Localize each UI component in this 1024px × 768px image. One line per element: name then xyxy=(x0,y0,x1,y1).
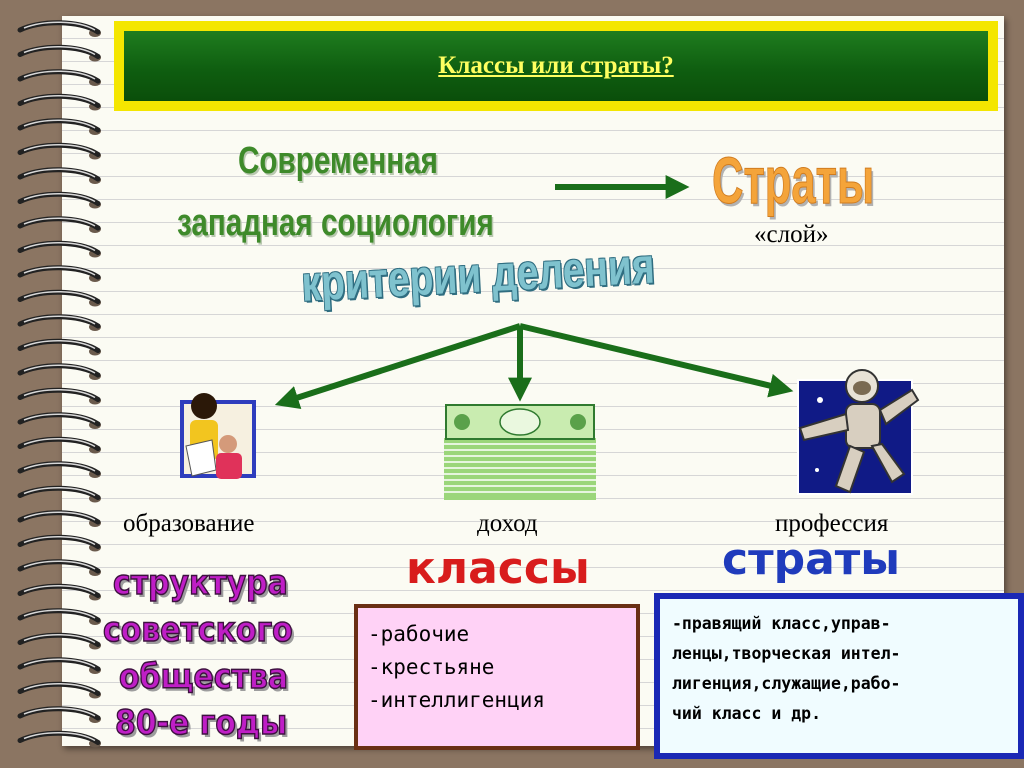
astronaut-icon xyxy=(797,369,920,495)
strata-text-line: чий класс и др. xyxy=(672,704,822,723)
spiral-ring xyxy=(17,191,101,209)
spiral-ring xyxy=(17,363,101,380)
strata-box-inner: -правящий класс,управ- ленцы,творческая … xyxy=(660,599,1018,753)
strata-text-line: ленцы,творческая интел- xyxy=(672,644,901,663)
soviet-structure-line: общества xyxy=(118,656,289,698)
spiral-ring xyxy=(17,485,101,503)
page-title: Классы или страты? xyxy=(438,52,674,79)
spiral-ring xyxy=(17,240,101,258)
sociology-heading-line1: Современная xyxy=(238,140,438,182)
strata-text-line: лигенция,служащие,рабо- xyxy=(672,674,901,693)
class-item: -интеллигенция xyxy=(368,688,546,712)
spiral-ring xyxy=(17,608,101,625)
spiral-ring xyxy=(17,657,101,674)
spiral-ring xyxy=(17,436,101,454)
spiral-ring xyxy=(17,338,101,356)
spiral-ring xyxy=(17,706,101,723)
sloy-label: «слой» xyxy=(754,221,829,248)
strata-box: -правящий класс,управ- ленцы,творческая … xyxy=(654,593,1024,759)
strata-heading-secondary: страты xyxy=(722,534,901,585)
spiral-ring xyxy=(17,510,101,527)
spiral-ring xyxy=(17,632,101,650)
spiral-ring xyxy=(17,93,101,111)
spiral-ring xyxy=(17,289,101,307)
spiral-ring xyxy=(17,461,101,478)
spiral-ring xyxy=(17,387,101,405)
classes-heading: классы xyxy=(406,543,590,594)
money-stack-icon xyxy=(444,404,596,500)
class-item: -крестьяне xyxy=(368,655,495,679)
soviet-structure-line: советского xyxy=(102,609,293,651)
title-panel: Классы или страты? xyxy=(124,31,988,101)
teacher-student-icon xyxy=(180,393,256,479)
title-bar: Классы или страты? xyxy=(114,21,998,111)
spiral-ring xyxy=(17,20,101,37)
spiral-ring xyxy=(17,265,101,282)
class-item: -рабочие xyxy=(368,622,470,646)
spiral-ring xyxy=(17,559,101,576)
classes-box: -рабочие -крестьяне -интеллигенция xyxy=(354,604,640,750)
spiral-ring xyxy=(17,583,101,601)
criterion-label-profession: профессия xyxy=(775,510,889,537)
sociology-heading-line2: западная социология xyxy=(177,202,494,244)
spiral-ring xyxy=(17,69,101,86)
criterion-label-income: доход xyxy=(477,510,538,537)
spiral-ring xyxy=(17,216,101,233)
spiral-ring xyxy=(17,314,101,331)
spiral-ring xyxy=(17,730,101,748)
spiral-ring xyxy=(17,681,101,699)
criterion-label-education: образование xyxy=(123,510,255,537)
spiral-ring xyxy=(17,534,101,552)
strata-heading: Страты xyxy=(712,143,875,218)
notebook-spiral xyxy=(17,20,101,748)
arrow-to-profession xyxy=(519,323,794,398)
spiral-ring xyxy=(17,142,101,160)
soviet-structure-line: структура xyxy=(112,562,288,604)
spiral-ring xyxy=(17,118,101,135)
spiral-ring xyxy=(17,167,101,184)
arrow-to-education xyxy=(274,323,521,410)
spiral-ring xyxy=(17,412,101,429)
spiral-ring xyxy=(17,44,101,62)
strata-text-line: -правящий класс,управ- xyxy=(672,614,891,633)
soviet-structure-line: 80-е годы xyxy=(114,702,288,744)
